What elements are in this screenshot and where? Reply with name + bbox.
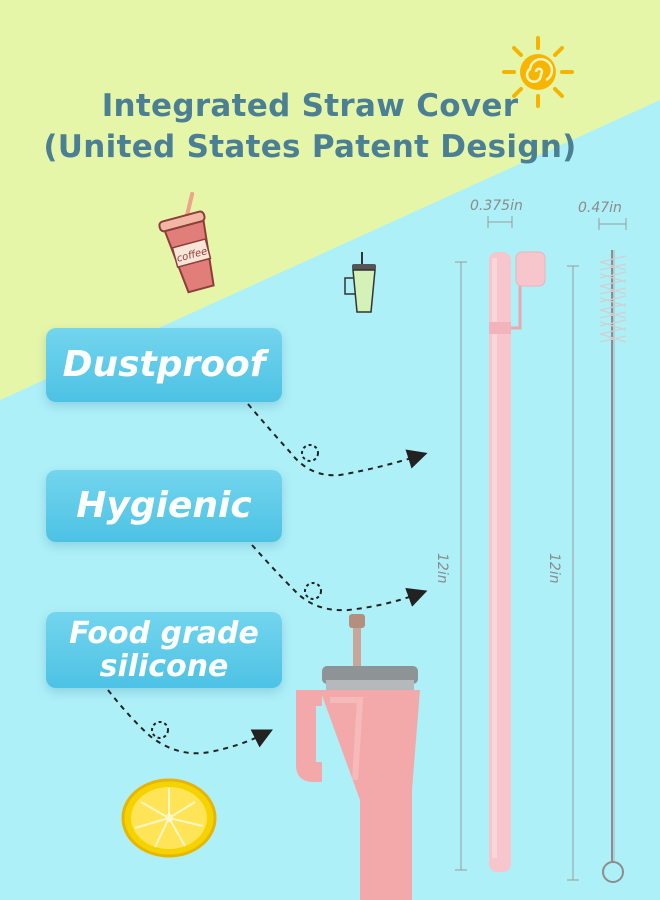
straw-length-label: 12in [434, 553, 450, 584]
feature-food-grade-line-1: Food grade [69, 616, 259, 651]
brush-diameter-label: 0.47in [578, 200, 622, 216]
feature-dustproof: Dustproof [46, 328, 282, 402]
title-line-1: Integrated Straw Cover [101, 88, 519, 124]
straw-diameter-label: 0.375in [470, 198, 523, 214]
feature-food-grade-line-2: silicone [99, 649, 229, 684]
feature-food-grade-silicone: Food grade silicone [46, 612, 282, 688]
feature-hygienic: Hygienic [46, 470, 282, 542]
brush-length-label: 12in [546, 553, 562, 584]
title-line-2: (United States Patent Design) [43, 129, 577, 165]
